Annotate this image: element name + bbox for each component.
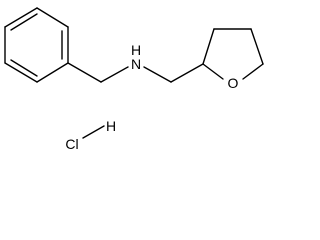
bond xyxy=(82,125,105,139)
amine-n-label: N xyxy=(131,56,141,72)
bond xyxy=(170,63,204,83)
hydrogen-label: H xyxy=(106,118,116,134)
ring-oxygen-label: O xyxy=(228,75,239,91)
benzene-ring xyxy=(4,7,69,83)
bond xyxy=(4,7,38,28)
structure-diagram: H N O Cl H xyxy=(4,7,264,151)
bond xyxy=(242,63,264,80)
bond xyxy=(250,28,264,65)
bond xyxy=(202,28,215,65)
tetrahydrofuran-ring xyxy=(202,28,264,80)
bond xyxy=(36,62,69,83)
double-bond-inner xyxy=(10,59,38,77)
bond xyxy=(202,63,224,80)
bond xyxy=(4,62,38,83)
bond xyxy=(143,66,172,83)
double-bond-inner xyxy=(10,13,38,31)
bond xyxy=(67,62,102,83)
bond xyxy=(36,7,69,28)
amine-h-label: H xyxy=(131,42,141,58)
bond xyxy=(100,66,129,83)
chloride-label: Cl xyxy=(65,136,78,151)
